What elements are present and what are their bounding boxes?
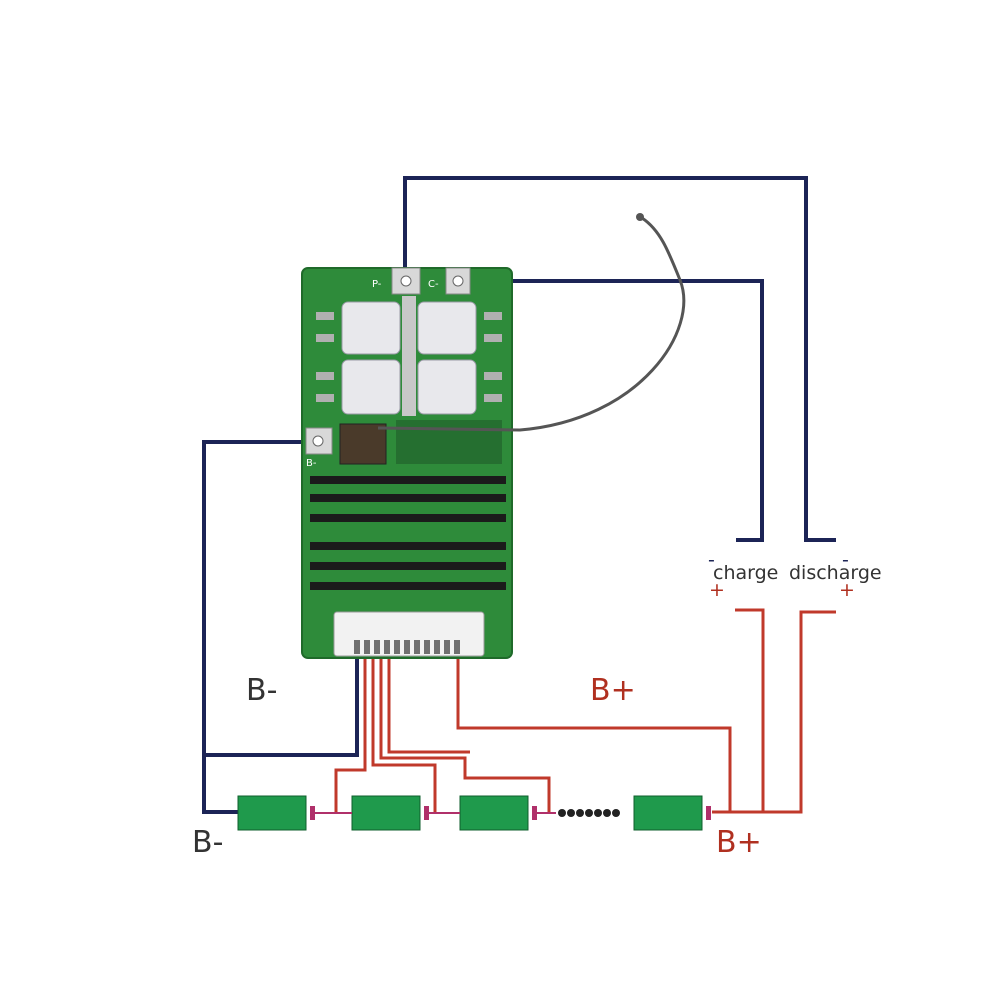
pad-p-minus-label: P- — [372, 279, 382, 290]
ellipsis-dot — [558, 809, 566, 817]
pad-b-minus-hole — [312, 435, 324, 447]
pad-c-minus-label: C- — [428, 279, 439, 290]
balancing-components — [310, 476, 506, 590]
negative-wires — [202, 176, 836, 814]
b-plus-label-top: B+ — [590, 673, 636, 708]
wire-balance-3 — [379, 650, 551, 812]
battery-cell-terminal — [706, 806, 711, 820]
pad-p-minus-hole — [400, 275, 412, 287]
temperature-probe-tip — [636, 213, 644, 221]
wire-b-minus-pad — [202, 440, 313, 814]
charge-label: charge — [713, 562, 778, 584]
b-minus-label-top: B- — [246, 673, 277, 708]
b-plus-label-bottom: B+ — [716, 825, 762, 860]
ellipsis-dot — [603, 809, 611, 817]
battery-cell — [459, 795, 529, 831]
battery-cell — [633, 795, 703, 831]
balance-connector-pins — [354, 640, 460, 654]
wire-balance-4 — [387, 650, 470, 754]
wire-b-plus-to-discharge — [763, 610, 836, 814]
battery-cell — [351, 795, 421, 831]
wire-balance-b-plus — [456, 650, 732, 812]
battery-cell-terminal — [532, 806, 537, 820]
discharge-minus-sign: - — [842, 549, 849, 571]
mosfet-1 — [341, 301, 401, 355]
center-strip — [402, 296, 416, 416]
side-resistors — [316, 312, 502, 402]
battery-cell-terminal — [310, 806, 315, 820]
shunt-block — [339, 423, 387, 465]
mosfet-2 — [417, 301, 477, 355]
battery-cells — [237, 795, 711, 831]
wire-balance-2 — [371, 650, 437, 812]
discharge-label: discharge — [789, 562, 882, 584]
mosfet-4 — [417, 359, 477, 415]
ellipsis-dot — [612, 809, 620, 817]
ellipsis-dot — [585, 809, 593, 817]
discharge-plus-sign: + — [839, 579, 855, 601]
charge-plus-sign: + — [709, 579, 725, 601]
wire-balance-negative — [204, 650, 359, 757]
wire-b-plus-to-charge — [712, 608, 765, 814]
temperature-probe — [377, 213, 686, 432]
battery-cell-terminal — [424, 806, 429, 820]
wire-p-minus-to-discharge — [403, 176, 836, 542]
bms-pcb-board: P- C- B- — [301, 267, 513, 659]
ellipsis-dot — [576, 809, 584, 817]
charge-minus-sign: - — [708, 549, 715, 571]
wire-balance-1 — [334, 650, 367, 812]
cell-ellipsis — [558, 809, 620, 817]
temperature-probe-wire — [377, 216, 686, 432]
ellipsis-dot — [567, 809, 575, 817]
wire-c-minus-to-charge — [458, 279, 764, 542]
battery-cell — [237, 795, 307, 831]
pad-b-minus-label: B- — [306, 458, 317, 469]
ellipsis-dot — [594, 809, 602, 817]
control-ic-area — [396, 420, 502, 464]
mosfet-3 — [341, 359, 401, 415]
pad-c-minus-hole — [452, 275, 464, 287]
positive-wires — [334, 608, 836, 814]
b-minus-label-bottom: B- — [192, 825, 223, 860]
